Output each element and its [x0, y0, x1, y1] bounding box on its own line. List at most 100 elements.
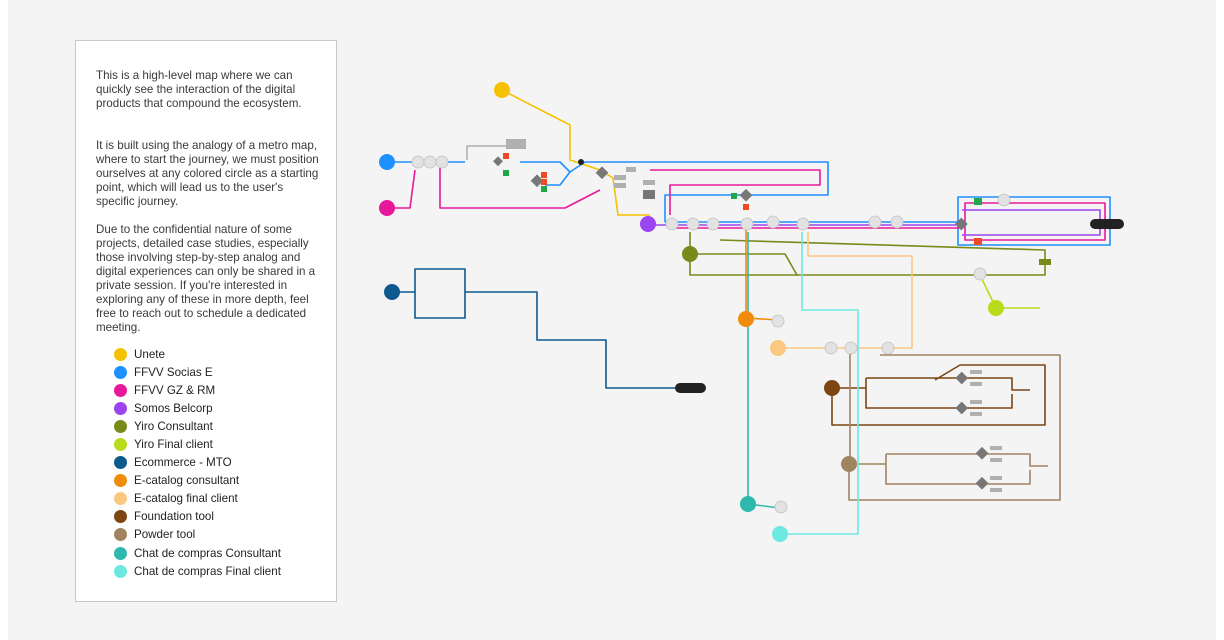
station[interactable] — [890, 215, 904, 229]
station[interactable] — [771, 314, 785, 328]
start-ffvv-gz-rm[interactable] — [379, 200, 395, 216]
line-chat-final-client — [780, 232, 859, 535]
legend-item-ecatalog-final-client[interactable]: E-catalog final client — [114, 490, 281, 508]
metro-map — [379, 82, 1124, 542]
start-unete[interactable] — [494, 82, 510, 98]
green-block — [974, 198, 982, 205]
process-block — [614, 175, 626, 180]
process-block — [990, 446, 1002, 450]
station[interactable] — [435, 155, 449, 169]
start-chat-final-client[interactable] — [772, 526, 788, 542]
legend-label: Ecommerce - MTO — [134, 456, 232, 470]
station[interactable] — [423, 155, 437, 169]
red-block — [503, 153, 509, 159]
legend-item-chat-final-client[interactable]: Chat de compras Final client — [114, 562, 281, 580]
process-block — [970, 412, 982, 416]
decision-node[interactable] — [493, 156, 503, 167]
line-ffvv-gz-rm-loop — [964, 202, 1106, 241]
station[interactable] — [997, 193, 1011, 207]
decision-node[interactable] — [975, 446, 989, 460]
legend-label: E-catalog consultant — [134, 474, 240, 488]
legend-item-somos-belcorp[interactable]: Somos Belcorp — [114, 399, 281, 417]
legend-label: E-catalog final client — [134, 492, 238, 506]
green-block — [503, 170, 509, 176]
intro-paragraph-1: This is a high-level map where we can qu… — [96, 69, 302, 110]
start-ecommerce-mto[interactable] — [384, 284, 400, 300]
legend-item-powder-tool[interactable]: Powder tool — [114, 526, 281, 544]
station[interactable] — [740, 217, 754, 231]
start-foundation-tool[interactable] — [824, 380, 840, 396]
start-chat-consultant[interactable] — [740, 496, 756, 512]
legend-dot — [114, 510, 127, 524]
process-block — [626, 167, 636, 172]
green-block — [541, 186, 547, 192]
station[interactable] — [796, 217, 810, 231]
station[interactable] — [665, 217, 679, 231]
legend-item-yiro-final-client[interactable]: Yiro Final client — [114, 435, 281, 453]
start-ecatalog-final-client[interactable] — [770, 340, 786, 356]
station[interactable] — [774, 500, 788, 514]
station[interactable] — [686, 217, 700, 231]
station[interactable] — [824, 341, 838, 355]
station[interactable] — [706, 217, 720, 231]
legend-label: Unete — [134, 347, 165, 361]
legend-label: FFVV Socias E — [134, 365, 213, 379]
station[interactable] — [973, 267, 987, 281]
olive-block — [1039, 259, 1051, 265]
process-block — [990, 476, 1002, 480]
legend-dot — [114, 492, 127, 506]
legend-item-ffvv-socias-e[interactable]: FFVV Socias E — [114, 363, 281, 381]
junction-dot — [578, 159, 584, 165]
legend-label: Somos Belcorp — [134, 401, 213, 415]
line-ffvv-socias-e — [387, 161, 960, 223]
decision-node[interactable] — [955, 401, 969, 415]
legend-dot — [114, 528, 127, 542]
start-ffvv-socias-e[interactable] — [379, 154, 395, 170]
map-canvas: This is a high-level map where we can qu… — [8, 0, 1216, 640]
station[interactable] — [411, 155, 425, 169]
decision-node[interactable] — [954, 217, 968, 231]
legend-item-ecommerce-mto[interactable]: Ecommerce - MTO — [114, 454, 281, 472]
decision-node[interactable] — [595, 166, 609, 180]
legend-dot — [114, 456, 127, 470]
red-block — [541, 179, 547, 185]
legend-dot — [114, 438, 127, 452]
legend-dot — [114, 419, 127, 433]
start-yiro-consultant[interactable] — [682, 246, 698, 262]
station[interactable] — [868, 215, 882, 229]
start-somos-belcorp[interactable] — [640, 216, 656, 232]
decision-node[interactable] — [739, 188, 753, 202]
legend-item-foundation-tool[interactable]: Foundation tool — [114, 508, 281, 526]
legend-item-unete[interactable]: Unete — [114, 345, 281, 363]
legend-dot — [114, 564, 127, 578]
legend-item-ffvv-gz-rm[interactable]: FFVV GZ & RM — [114, 381, 281, 399]
line-connector — [466, 145, 506, 160]
start-powder-tool[interactable] — [841, 456, 857, 472]
station[interactable] — [844, 341, 858, 355]
route-start-stations — [379, 82, 1004, 542]
line-ffvv-gz-rm — [387, 162, 960, 229]
legend-label: Yiro Consultant — [134, 419, 213, 433]
legend-item-ecatalog-consultant[interactable]: E-catalog consultant — [114, 472, 281, 490]
red-block — [974, 238, 982, 245]
station[interactable] — [766, 215, 780, 229]
start-ecatalog-consultant[interactable] — [738, 311, 754, 327]
station[interactable] — [881, 341, 895, 355]
process-block — [970, 382, 982, 386]
legend-label: Chat de compras Final client — [134, 564, 281, 578]
legend-item-chat-consultant[interactable]: Chat de compras Consultant — [114, 544, 281, 562]
legend-item-yiro-consultant[interactable]: Yiro Consultant — [114, 417, 281, 435]
line-unete — [501, 89, 650, 216]
legend-label: Yiro Final client — [134, 438, 213, 452]
legend-label: Chat de compras Consultant — [134, 546, 281, 560]
decision-node[interactable] — [975, 476, 989, 490]
start-yiro-final-client[interactable] — [988, 300, 1004, 316]
legend-dot — [114, 383, 127, 397]
status-blocks — [503, 153, 1051, 265]
red-block — [541, 172, 547, 178]
green-block — [731, 193, 737, 199]
decision-node[interactable] — [955, 371, 969, 385]
intro-paragraph-2: It is built using the analogy of a metro… — [96, 139, 319, 208]
line-yiro-consultant — [689, 232, 1046, 276]
red-block — [743, 204, 749, 210]
